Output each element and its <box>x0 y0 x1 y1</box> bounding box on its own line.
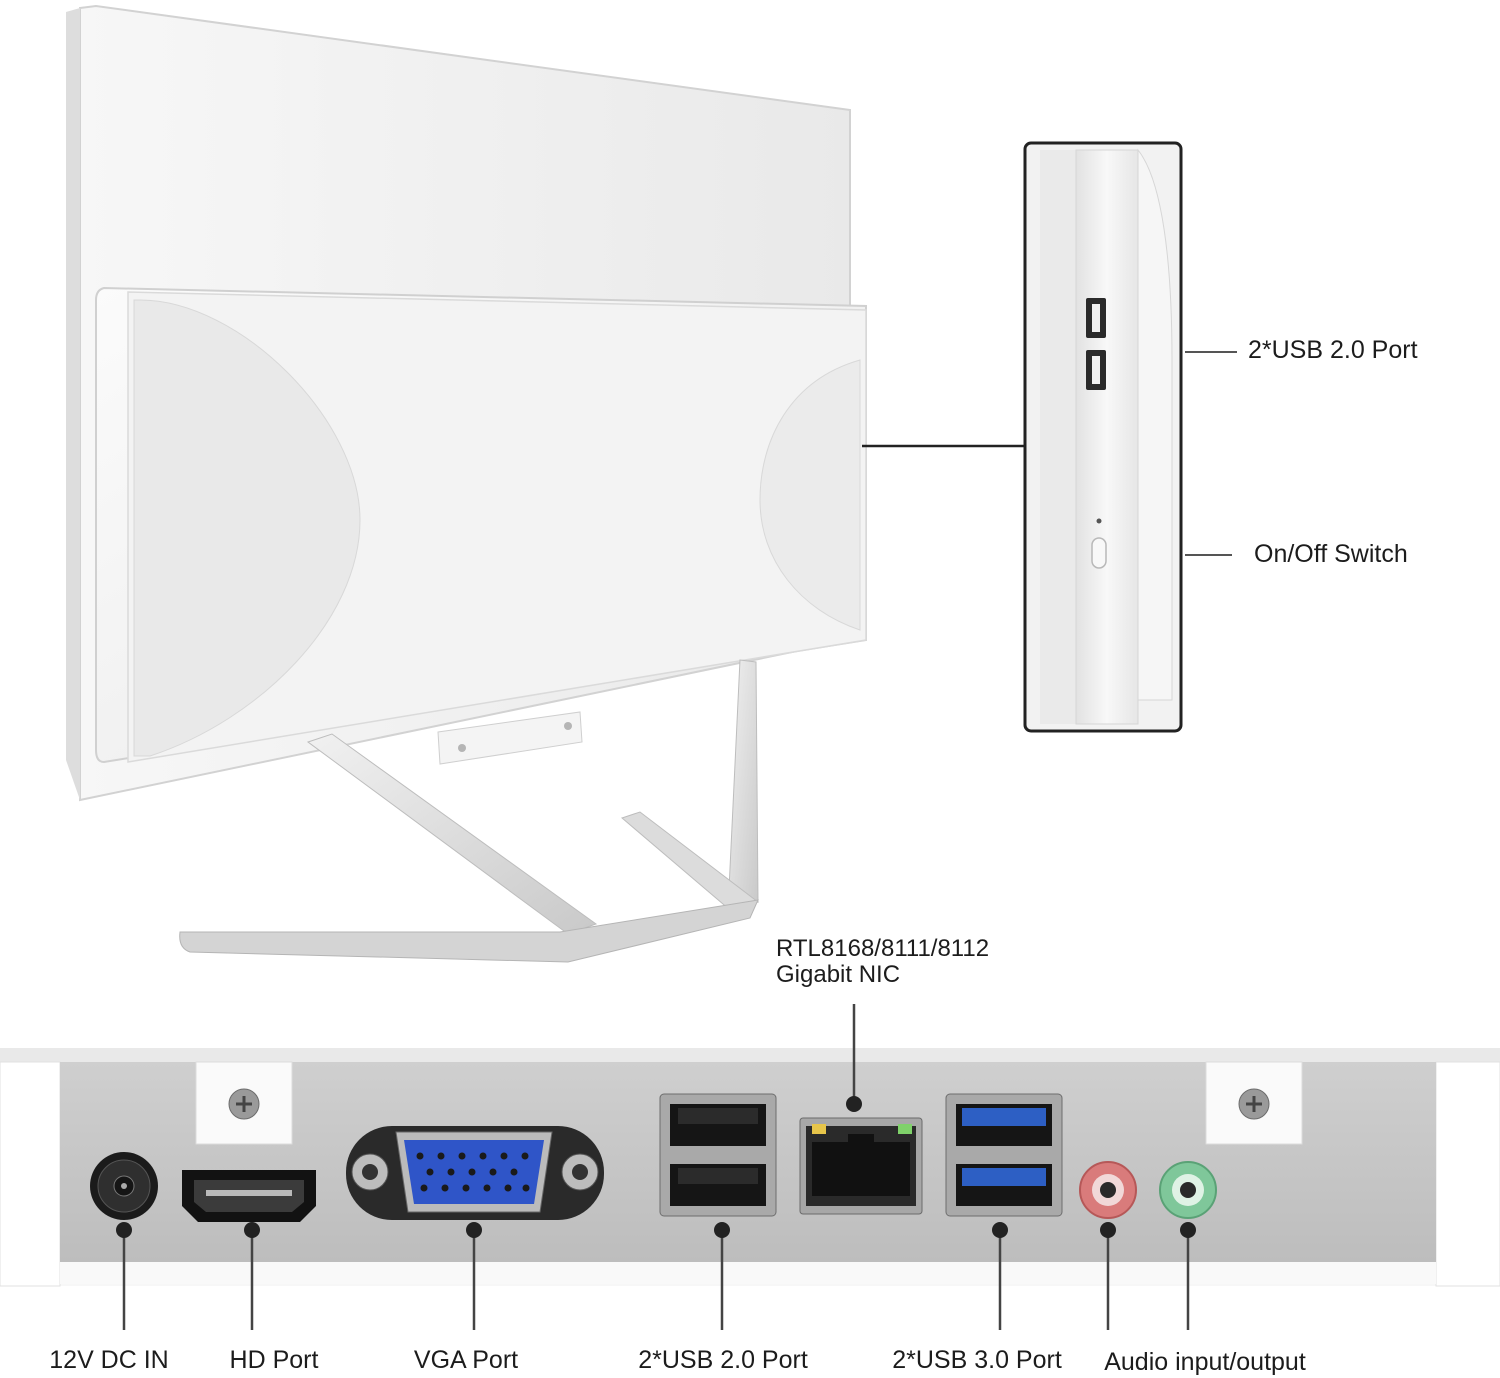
stand-upright <box>727 659 759 911</box>
audio-label: Audio input/output <box>1104 1348 1306 1376</box>
nic-label: RTL8168/8111/8112 Gigabit NIC <box>776 936 989 988</box>
dc-in-label: 12V DC IN <box>49 1346 169 1374</box>
dc-jack-port <box>90 1152 158 1220</box>
link-led-icon <box>812 1124 826 1134</box>
vga-port <box>346 1126 604 1220</box>
audio-out-jack <box>1159 1161 1217 1219</box>
nic-label-line1: RTL8168/8111/8112 <box>776 935 990 962</box>
side-usb-label: 2*USB 2.0 Port <box>1248 336 1418 364</box>
activity-led-icon <box>898 1124 912 1134</box>
case-texture-right <box>759 359 861 631</box>
power-led-icon <box>1096 518 1102 524</box>
hdmi-port <box>182 1170 316 1222</box>
audio-in-jack <box>1079 1161 1137 1219</box>
vesa-bracket <box>437 711 583 765</box>
stand-arm <box>306 733 598 935</box>
side-view-callout <box>862 141 1237 733</box>
hd-port-label: HD Port <box>229 1346 319 1374</box>
stand-rear-foot <box>621 811 760 911</box>
usb3-port-stack <box>945 1093 1063 1217</box>
monitor-edge <box>66 8 80 800</box>
monitor-stand <box>179 659 760 963</box>
usb2-port-stack <box>659 1093 777 1217</box>
nic-label-line2: Gigabit NIC <box>776 961 901 988</box>
rear-io-panel <box>0 1004 1500 1330</box>
monitor-rear-view <box>66 4 867 802</box>
stand-base <box>179 899 759 963</box>
power-switch-label: On/Off Switch <box>1254 540 1408 568</box>
ethernet-port <box>799 1117 923 1215</box>
usb3-port-label: 2*USB 3.0 Port <box>892 1346 1062 1374</box>
vga-port-label: VGA Port <box>413 1346 519 1374</box>
usb2-port-label: 2*USB 2.0 Port <box>638 1346 808 1374</box>
case-texture-left <box>133 299 361 757</box>
power-button <box>1091 537 1107 569</box>
io-callout-lines <box>116 1004 1196 1330</box>
